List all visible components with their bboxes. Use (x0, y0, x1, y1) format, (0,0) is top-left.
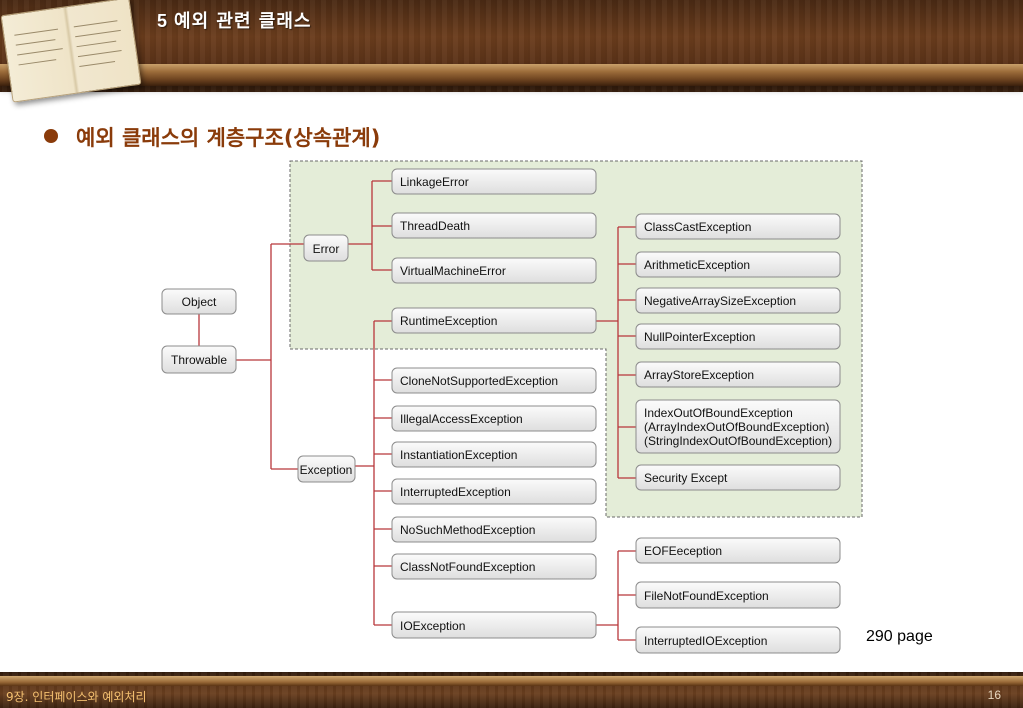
node-exception-label: Exception (300, 463, 353, 477)
node-null-pointer: NullPointerException (635, 323, 841, 350)
node-io-exception: IOException (391, 611, 597, 639)
node-negative-array-size: NegativeArraySizeException (635, 287, 841, 314)
node-class-cast: ClassCastException (635, 213, 841, 240)
node-illegal-access: IllegalAccessException (391, 405, 597, 432)
node-array-store: ArrayStoreException (635, 361, 841, 388)
page-reference: 290 page (866, 628, 933, 645)
node-interrupted-io-label: InterruptedIOException (644, 634, 767, 648)
node-arithmetic: ArithmeticException (635, 251, 841, 278)
node-index-out-of-bound-label-2: (ArrayIndexOutOfBoundException) (644, 420, 829, 434)
node-instantiation-label: InstantiationException (400, 448, 517, 462)
node-negative-array-size-label: NegativeArraySizeException (644, 294, 796, 308)
node-file-not-found-label: FileNotFoundException (644, 589, 769, 603)
node-virtual-machine-error: VirtualMachineError (391, 257, 597, 284)
node-thread-death: ThreadDeath (391, 212, 597, 239)
page-heading: 예외 클래스의 계층구조(상속관계) (76, 126, 381, 150)
node-class-cast-label: ClassCastException (644, 220, 751, 234)
node-index-out-of-bound: IndexOutOfBoundException (ArrayIndexOutO… (635, 399, 841, 454)
node-interrupted: InterruptedException (391, 478, 597, 505)
node-eof-label: EOFEeception (644, 544, 722, 558)
node-linkage-error-label: LinkageError (400, 175, 469, 189)
node-security: Security Except (635, 464, 841, 491)
node-runtime-exception: RuntimeException (391, 307, 597, 334)
node-virtual-machine-error-label: VirtualMachineError (400, 264, 506, 278)
node-no-such-method-label: NoSuchMethodException (400, 523, 535, 537)
node-error: Error (303, 234, 349, 262)
node-null-pointer-label: NullPointerException (644, 330, 755, 344)
node-class-not-found: ClassNotFoundException (391, 553, 597, 580)
node-object-label: Object (182, 295, 217, 309)
node-interrupted-io: InterruptedIOException (635, 626, 841, 654)
bullet-icon (44, 129, 58, 143)
node-security-label: Security Except (644, 471, 728, 485)
node-index-out-of-bound-label-1: IndexOutOfBoundException (644, 406, 793, 420)
header-shelf (0, 64, 1023, 86)
node-exception: Exception (297, 455, 356, 483)
chapter-label: 9장. 인터페이스와 예외처리 (6, 690, 147, 704)
node-runtime-exception-label: RuntimeException (400, 314, 497, 328)
node-array-store-label: ArrayStoreException (644, 368, 754, 382)
node-no-such-method: NoSuchMethodException (391, 516, 597, 543)
node-error-label: Error (313, 242, 340, 256)
node-io-exception-label: IOException (400, 619, 465, 633)
node-arithmetic-label: ArithmeticException (644, 258, 750, 272)
node-clone-not-supported-label: CloneNotSupportedException (400, 374, 558, 388)
section-number: 5 (157, 11, 169, 31)
node-throwable-label: Throwable (171, 353, 227, 367)
node-eof: EOFEeception (635, 537, 841, 564)
node-file-not-found: FileNotFoundException (635, 581, 841, 609)
node-index-out-of-bound-label-3: (StringIndexOutOfBoundException) (644, 434, 832, 448)
node-class-not-found-label: ClassNotFoundException (400, 560, 535, 574)
footer-stripe (0, 676, 1023, 686)
slide-footer: 9장. 인터페이스와 예외처리 16 (0, 672, 1023, 708)
node-throwable: Throwable (161, 345, 237, 374)
node-linkage-error: LinkageError (391, 168, 597, 195)
node-interrupted-label: InterruptedException (400, 485, 511, 499)
node-clone-not-supported: CloneNotSupportedException (391, 367, 597, 394)
section-title-text: 예외 관련 클래스 (174, 11, 312, 32)
node-instantiation: InstantiationException (391, 441, 597, 468)
node-object: Object (161, 288, 237, 315)
connectors (198, 180, 636, 641)
page-number: 16 (987, 688, 1001, 702)
node-illegal-access-label: IllegalAccessException (400, 412, 523, 426)
node-thread-death-label: ThreadDeath (400, 219, 470, 233)
